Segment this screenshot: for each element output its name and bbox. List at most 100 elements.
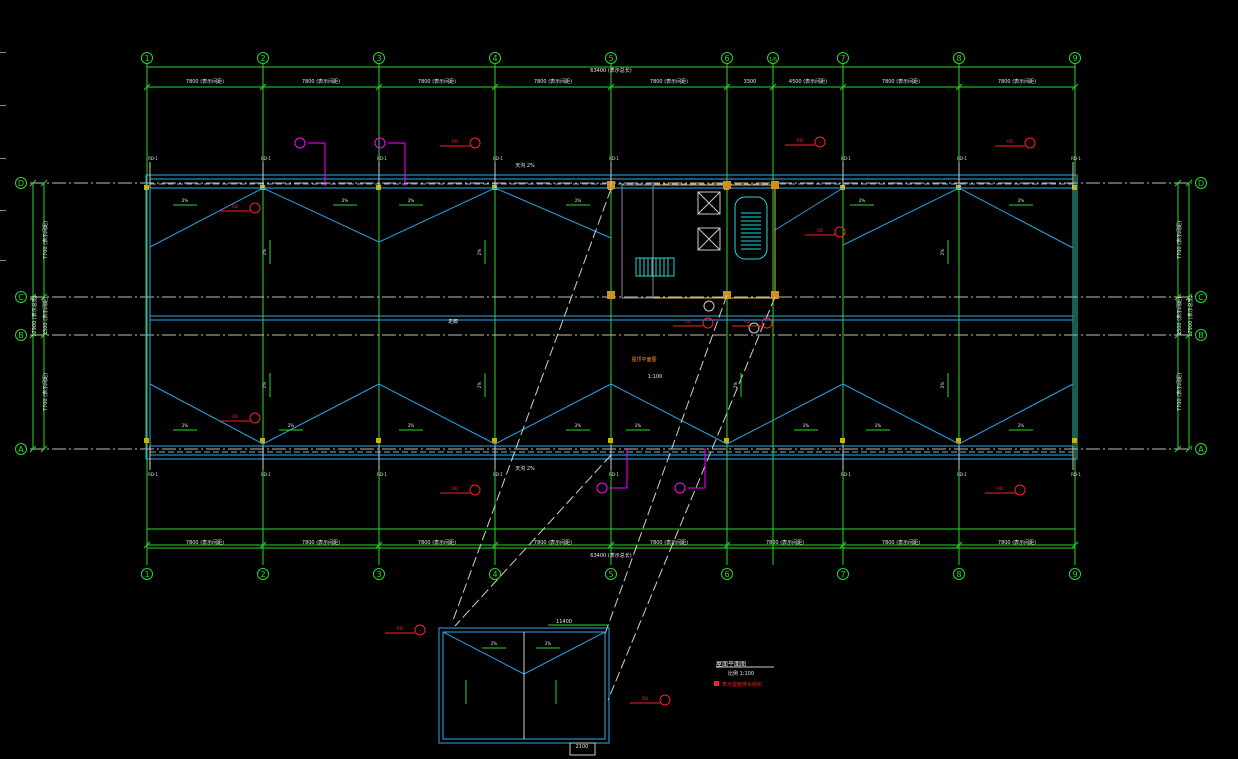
note-bubble bbox=[814, 136, 826, 148]
left-total-dimension: 17900 (表示总宽) bbox=[31, 295, 38, 336]
gutter-bottom-label: 天沟 2% bbox=[515, 465, 535, 472]
window-edge-tick bbox=[0, 210, 6, 211]
slope-label: 2% bbox=[182, 198, 189, 203]
dim-tick-bottom bbox=[955, 541, 963, 549]
axis-bubble-bottom-1 bbox=[141, 568, 153, 580]
axis-label-left-C: C bbox=[18, 293, 24, 302]
axis-grid-lines bbox=[30, 64, 1192, 565]
column-top bbox=[144, 185, 149, 190]
legend-line-2: 表示屋面排水组织 bbox=[722, 681, 762, 688]
slope-label-vertical: 2% bbox=[477, 382, 482, 389]
detail-leader bbox=[604, 294, 728, 635]
bottom-bay-dimension: 7800 (表示间距) bbox=[998, 539, 1036, 546]
stair-well bbox=[734, 196, 768, 260]
window-edge-tick bbox=[0, 158, 6, 159]
axis-bubble-bottom-7 bbox=[837, 568, 849, 580]
axis-label-bottom-7: 7 bbox=[840, 570, 845, 579]
axis-bubble-bottom-4 bbox=[489, 568, 501, 580]
axis-label-right-B: B bbox=[1198, 331, 1204, 340]
stair-core bbox=[607, 181, 779, 334]
slope-label: 2% bbox=[491, 641, 498, 646]
axis-bubble-bottom-5 bbox=[605, 568, 617, 580]
stair-core-annex bbox=[621, 184, 654, 299]
side-dim-tick bbox=[1185, 293, 1193, 301]
axis-bubble-top-3 bbox=[373, 52, 385, 64]
bottom-bay-dimension: 7800 (表示间距) bbox=[418, 539, 456, 546]
axis-label-bottom-9: 9 bbox=[1072, 570, 1077, 579]
dim-tick-bottom bbox=[259, 541, 267, 549]
drain-tag-bottom: RD-1 bbox=[957, 472, 967, 477]
slope-label-vertical: 2% bbox=[262, 382, 267, 389]
drain-tag-top: RD-1 bbox=[957, 156, 967, 161]
top-bay-dimension: 4500 (表示间距) bbox=[789, 78, 827, 85]
slope-label-vertical: 2% bbox=[262, 249, 267, 256]
axis-label-top-1/6: 1/6 bbox=[769, 57, 777, 63]
window-edge-tick bbox=[0, 260, 6, 261]
small-roof-width: 11400 bbox=[556, 619, 572, 625]
small-roof-bottom-dim: 2100 bbox=[576, 744, 589, 750]
side-dim-tick bbox=[29, 293, 37, 301]
axis-label-top-1: 1 bbox=[144, 54, 149, 63]
axis-label-top-7: 7 bbox=[840, 54, 845, 63]
column-bottom bbox=[492, 438, 497, 443]
side-dim-tick bbox=[40, 293, 48, 301]
drain-tag-top: RD-1 bbox=[261, 156, 271, 161]
drain-pipe-circle bbox=[294, 137, 306, 149]
top-bay-dimension: 7800 (表示间距) bbox=[302, 78, 340, 85]
note-bubble bbox=[249, 412, 261, 424]
axis-label-top-8: 8 bbox=[956, 54, 961, 63]
axis-label-top-9: 9 bbox=[1072, 54, 1077, 63]
column-top bbox=[1072, 185, 1077, 190]
bottom-bay-dimension: 7800 (表示间距) bbox=[302, 539, 340, 546]
drain-tag-top: RD-1 bbox=[148, 156, 158, 161]
axis-label-right-C: C bbox=[1198, 293, 1204, 302]
side-dim-tick bbox=[1185, 331, 1193, 339]
drain-pipe-circle bbox=[596, 482, 608, 494]
skylight-x bbox=[697, 191, 721, 215]
column-bottom bbox=[1072, 438, 1077, 443]
top-bay-dimension: 7800 (表示间距) bbox=[882, 78, 920, 85]
axis-bubble-bottom-8 bbox=[953, 568, 965, 580]
dim-tick-top bbox=[955, 83, 963, 91]
axis-label-bottom-8: 8 bbox=[956, 570, 961, 579]
top-bay-dimension: 7800 (表示间距) bbox=[418, 78, 456, 85]
side-dim-tick bbox=[1174, 445, 1182, 453]
side-dim-tick bbox=[29, 179, 37, 187]
note-text: RD bbox=[1007, 139, 1013, 144]
slope-label: 2% bbox=[182, 423, 189, 428]
side-dim-tick bbox=[1174, 331, 1182, 339]
axis-bubble-right-B bbox=[1195, 329, 1207, 341]
side-dim-tick bbox=[40, 179, 48, 187]
note-bubble bbox=[761, 317, 773, 329]
external-stair bbox=[635, 257, 675, 277]
text-labels: 63400 (表示总长) 63400 (表示总长) 走廊 天沟 2% 天沟 2%… bbox=[448, 67, 762, 750]
small-roof-bottom-box bbox=[569, 742, 596, 756]
top-overall-dimension: 63400 (表示总长) bbox=[590, 67, 631, 74]
column-bottom bbox=[144, 438, 149, 443]
small-roof-detail: 2%2% bbox=[438, 624, 774, 756]
annotations: RD-1RD-1RD-1RD-1RD-1RD-1RD-1RD-1RD-1RD-1… bbox=[148, 136, 1081, 706]
drain-tag-top: RD-1 bbox=[493, 156, 503, 161]
drain-pipe-circle bbox=[374, 137, 386, 149]
axis-label-right-A: A bbox=[1198, 445, 1204, 454]
note-bubble bbox=[469, 137, 481, 149]
note-bubble bbox=[1014, 484, 1026, 496]
dim-tick-bottom bbox=[375, 541, 383, 549]
roof-slope-bottom bbox=[149, 383, 1074, 445]
axis-bubble-bottom-2 bbox=[257, 568, 269, 580]
window-edge-tick bbox=[0, 52, 6, 53]
note-bubble bbox=[1024, 137, 1036, 149]
column-bottom bbox=[840, 438, 845, 443]
note-bubble bbox=[702, 317, 714, 329]
axis-bubble-left-C bbox=[15, 291, 27, 303]
legend-title: 屋面平面图 bbox=[716, 661, 746, 668]
slope-label: 2% bbox=[575, 423, 582, 428]
dimension-lines: 7800 (表示间距) 7800 (表示间距) 7800 (表示间距) 7800 (表… bbox=[29, 66, 1194, 549]
note-text: RD bbox=[797, 138, 803, 143]
axis-bubble-bottom-3 bbox=[373, 568, 385, 580]
axis-bubble-left-A bbox=[15, 443, 27, 455]
axis-label-top-5: 5 bbox=[608, 54, 613, 63]
dim-tick-top bbox=[491, 83, 499, 91]
axis-bubble-top-8 bbox=[953, 52, 965, 64]
